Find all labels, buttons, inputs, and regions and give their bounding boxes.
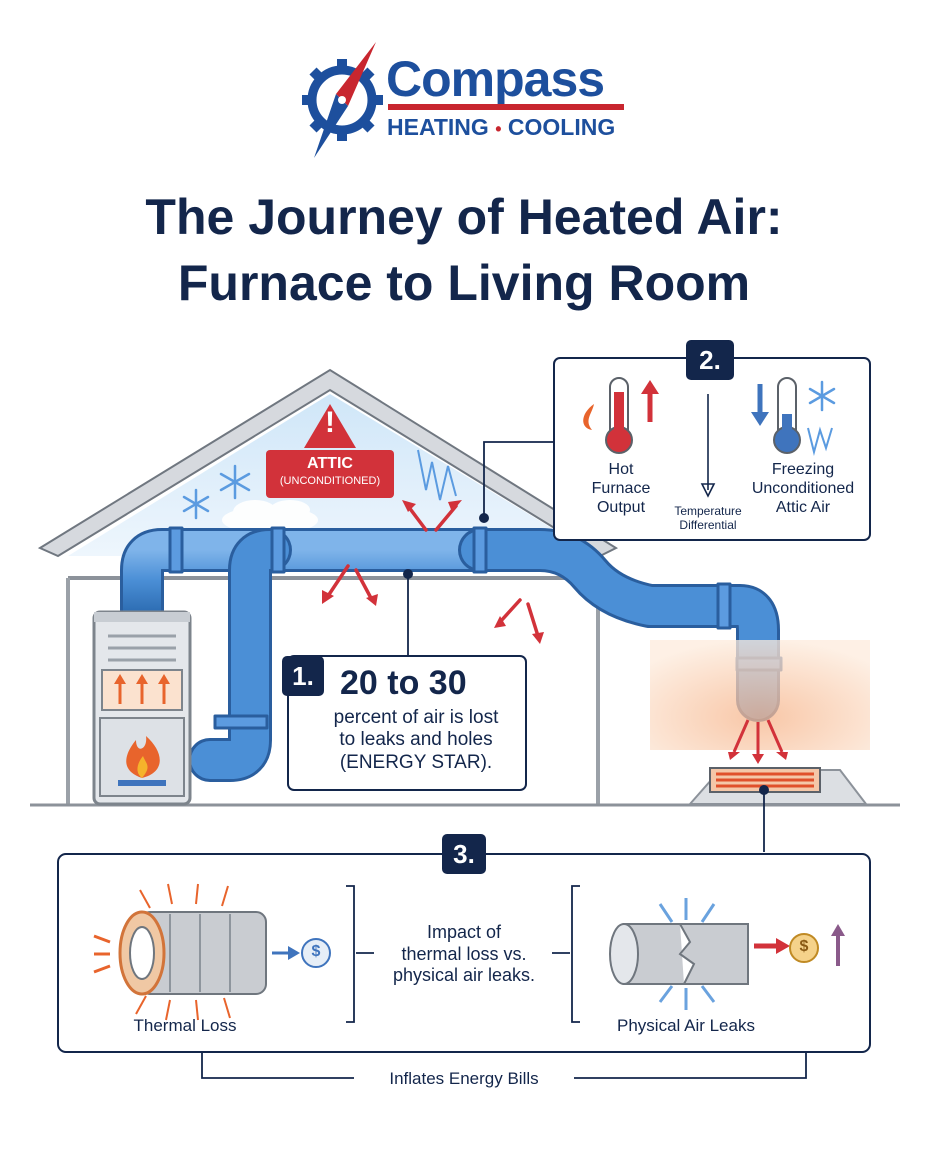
callout2-left-label: Hot Furnace Output: [591, 461, 651, 517]
brand-underline: [388, 104, 624, 110]
callout1-text-line2: to leaks and holes: [339, 729, 493, 751]
page-title-line1: The Journey of Heated Air:: [145, 189, 783, 245]
callout1-stat: 20 to 30: [340, 664, 467, 702]
callout1-text-line3: (ENERGY STAR).: [339, 751, 493, 773]
attic-warning-icon: [304, 404, 356, 448]
attic-sublabel: (UNCONDITIONED): [279, 475, 381, 487]
brand-sub-left: HEATING: [387, 114, 489, 140]
callout3-brackets: [346, 885, 580, 1023]
thermal-loss-label: Thermal Loss: [133, 1016, 237, 1035]
dollar-symbol-rising: $: [799, 938, 809, 955]
cold-thermometer-icon: [751, 377, 836, 456]
leak-arrows: [326, 504, 540, 638]
callout2-badge: 2.: [686, 340, 734, 380]
compass-logo-icon: [302, 42, 383, 158]
callout1-text-line1: percent of air is lost: [333, 707, 499, 728]
attic-label: ATTIC: [307, 455, 353, 472]
inflates-energy-bills-label: Inflates Energy Bills: [389, 1069, 539, 1088]
hot-thermometer-icon: [583, 377, 659, 454]
callout1-badge: 1.: [282, 656, 324, 696]
physical-air-leaks-label: Physical Air Leaks: [617, 1016, 755, 1035]
brand-tagline: HEATING • COOLING: [387, 116, 615, 139]
page-title-line2: Furnace to Living Room: [177, 255, 751, 311]
callout2-middle-label: Temperature Differential: [674, 504, 742, 533]
thermal-loss-pipe-icon: [93, 883, 300, 1021]
callout3-badge: 3.: [442, 834, 486, 874]
floor-vent-icon: [650, 640, 870, 805]
icicle-icon: [417, 449, 457, 501]
brand-name: Compass: [386, 51, 605, 107]
furnace-icon: [92, 610, 192, 806]
leaking-pipe-icon: [609, 898, 845, 1010]
snowflake-icon: [182, 464, 251, 520]
dollar-symbol: $: [311, 943, 321, 960]
callout2-right-label: Freezing Unconditioned Attic Air: [751, 461, 855, 517]
brand-sub-right: COOLING: [507, 114, 616, 140]
callout1-box: [287, 655, 527, 791]
attic-badge: [266, 450, 394, 498]
callout3-center-label: Impact of thermal loss vs. physical air …: [392, 922, 536, 986]
attic-alert-symbol: !: [325, 406, 335, 439]
callout1-text: percent of air is lost to leaks and hole…: [300, 707, 532, 774]
duct-system: [120, 526, 783, 782]
brand-sub-separator: •: [495, 119, 502, 139]
dollar-icon: [301, 938, 331, 968]
attic-clouds: [222, 500, 318, 534]
